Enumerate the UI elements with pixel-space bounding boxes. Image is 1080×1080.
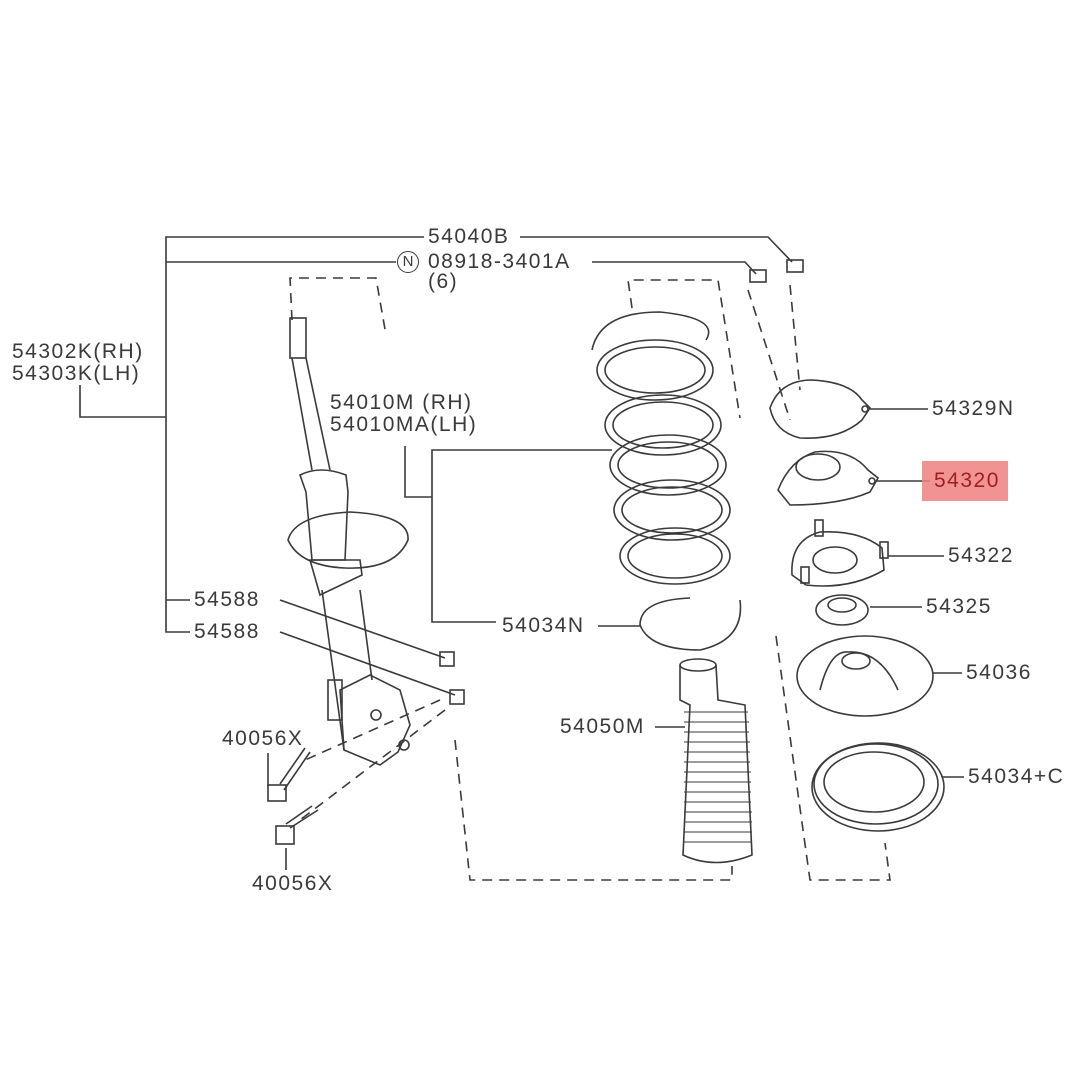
coil-spring	[591, 311, 731, 585]
top-nuts	[749, 259, 804, 283]
highlight-54320	[922, 461, 1008, 501]
strut-assembly	[287, 317, 465, 766]
bearing-54325	[815, 594, 869, 626]
label-54325[interactable]: 54325	[926, 595, 992, 618]
bump-stop-54036	[796, 635, 934, 717]
label-54588-1[interactable]: 54588	[194, 588, 260, 611]
label-54329n[interactable]: 54329N	[932, 397, 1015, 420]
label-54320[interactable]: 54320	[934, 469, 1000, 492]
lower-spring-seat	[639, 597, 742, 651]
upper-seat-54034C	[811, 742, 945, 832]
label-54302k[interactable]: 54302K(RH)	[12, 340, 144, 363]
label-54588-2[interactable]: 54588	[194, 620, 260, 643]
leader-lines	[79, 236, 964, 870]
label-54322[interactable]: 54322	[948, 544, 1014, 567]
label-qty-6: (6)	[428, 270, 459, 293]
label-54034n[interactable]: 54034N	[502, 614, 585, 637]
label-54050m[interactable]: 54050M	[560, 715, 645, 738]
dashed-guides	[289, 277, 891, 881]
label-54010ma[interactable]: 54010MA(LH)	[330, 413, 478, 436]
label-54034c[interactable]: 54034+C	[968, 765, 1065, 788]
label-54036[interactable]: 54036	[966, 661, 1032, 684]
label-54040b[interactable]: 54040B	[428, 225, 510, 248]
label-40056x-2[interactable]: 40056X	[252, 872, 334, 895]
note-n-marker: N	[397, 251, 419, 273]
insulator-54322	[791, 519, 889, 587]
label-08918-3401a[interactable]: 08918-3401A	[428, 250, 571, 273]
mount-plate-54329N	[769, 379, 872, 439]
strut-mount-54320	[777, 450, 880, 506]
label-54010m[interactable]: 54010M (RH)	[330, 391, 473, 414]
bolts	[267, 747, 319, 845]
label-40056x-1[interactable]: 40056X	[222, 727, 304, 750]
dust-boot	[679, 658, 753, 864]
label-54303k[interactable]: 54303K(LH)	[12, 362, 141, 385]
